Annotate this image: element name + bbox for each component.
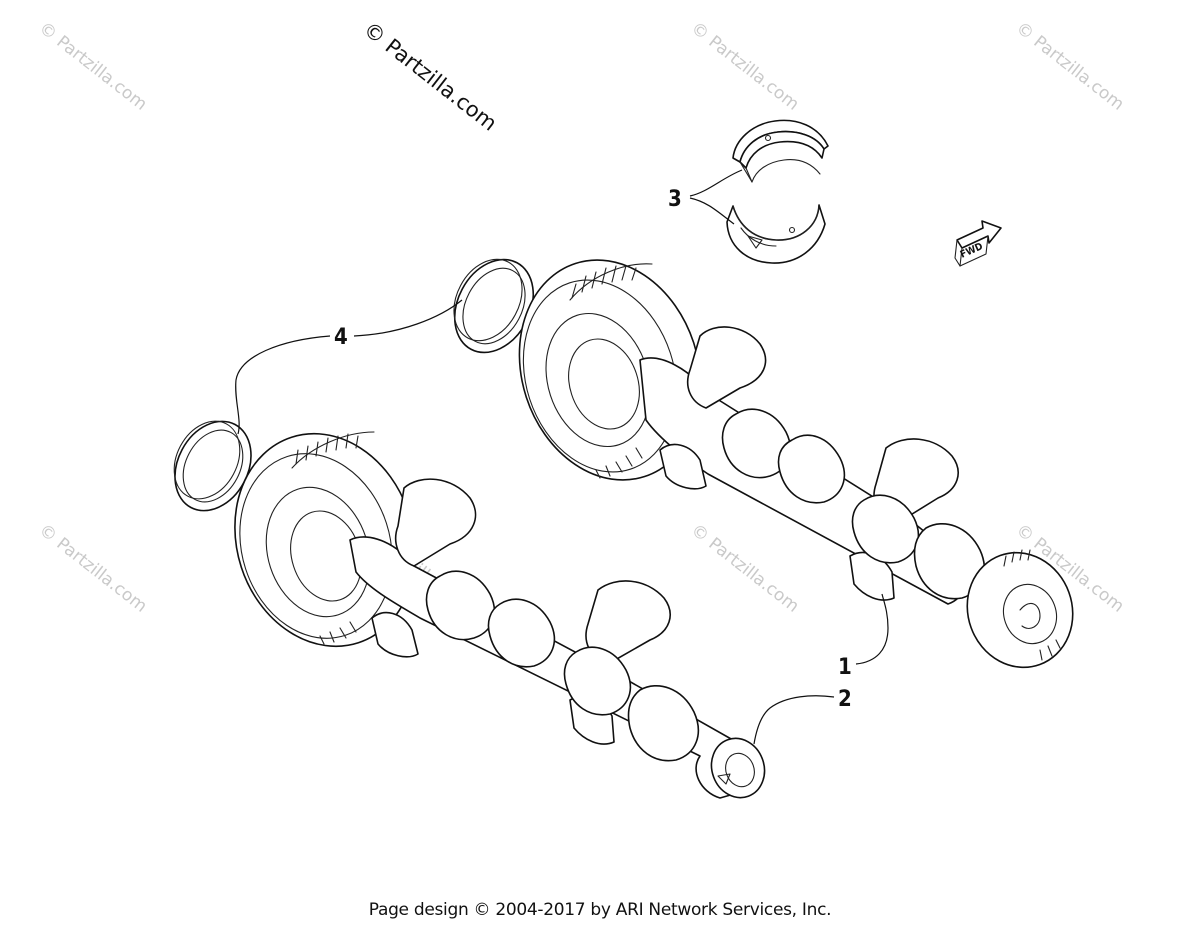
- watermark: © Partzilla.com: [687, 520, 803, 617]
- part-2-camshaft-lower: [234, 431, 766, 799]
- fwd-arrow-icon: FWD: [954, 220, 1002, 267]
- callout-1[interactable]: 1: [838, 655, 852, 680]
- watermark: © Partzilla.com: [1012, 18, 1128, 115]
- part-1-camshaft-upper: [518, 259, 1074, 669]
- page-footer: Page design © 2004-2017 by ARI Network S…: [368, 900, 832, 920]
- watermark: © Partzilla.com: [35, 18, 151, 115]
- part-3-bearing-halves: [726, 119, 829, 264]
- watermark: © Partzilla.com: [35, 520, 151, 617]
- callout-2[interactable]: 2: [838, 687, 852, 712]
- callout-3[interactable]: 3: [668, 187, 682, 212]
- leader-lines: [235, 169, 889, 745]
- watermark-main: © Partzilla.com: [359, 17, 501, 136]
- watermark: © Partzilla.com: [687, 18, 803, 115]
- callout-4[interactable]: 4: [334, 325, 348, 350]
- part-4-ring-lower: [173, 420, 252, 512]
